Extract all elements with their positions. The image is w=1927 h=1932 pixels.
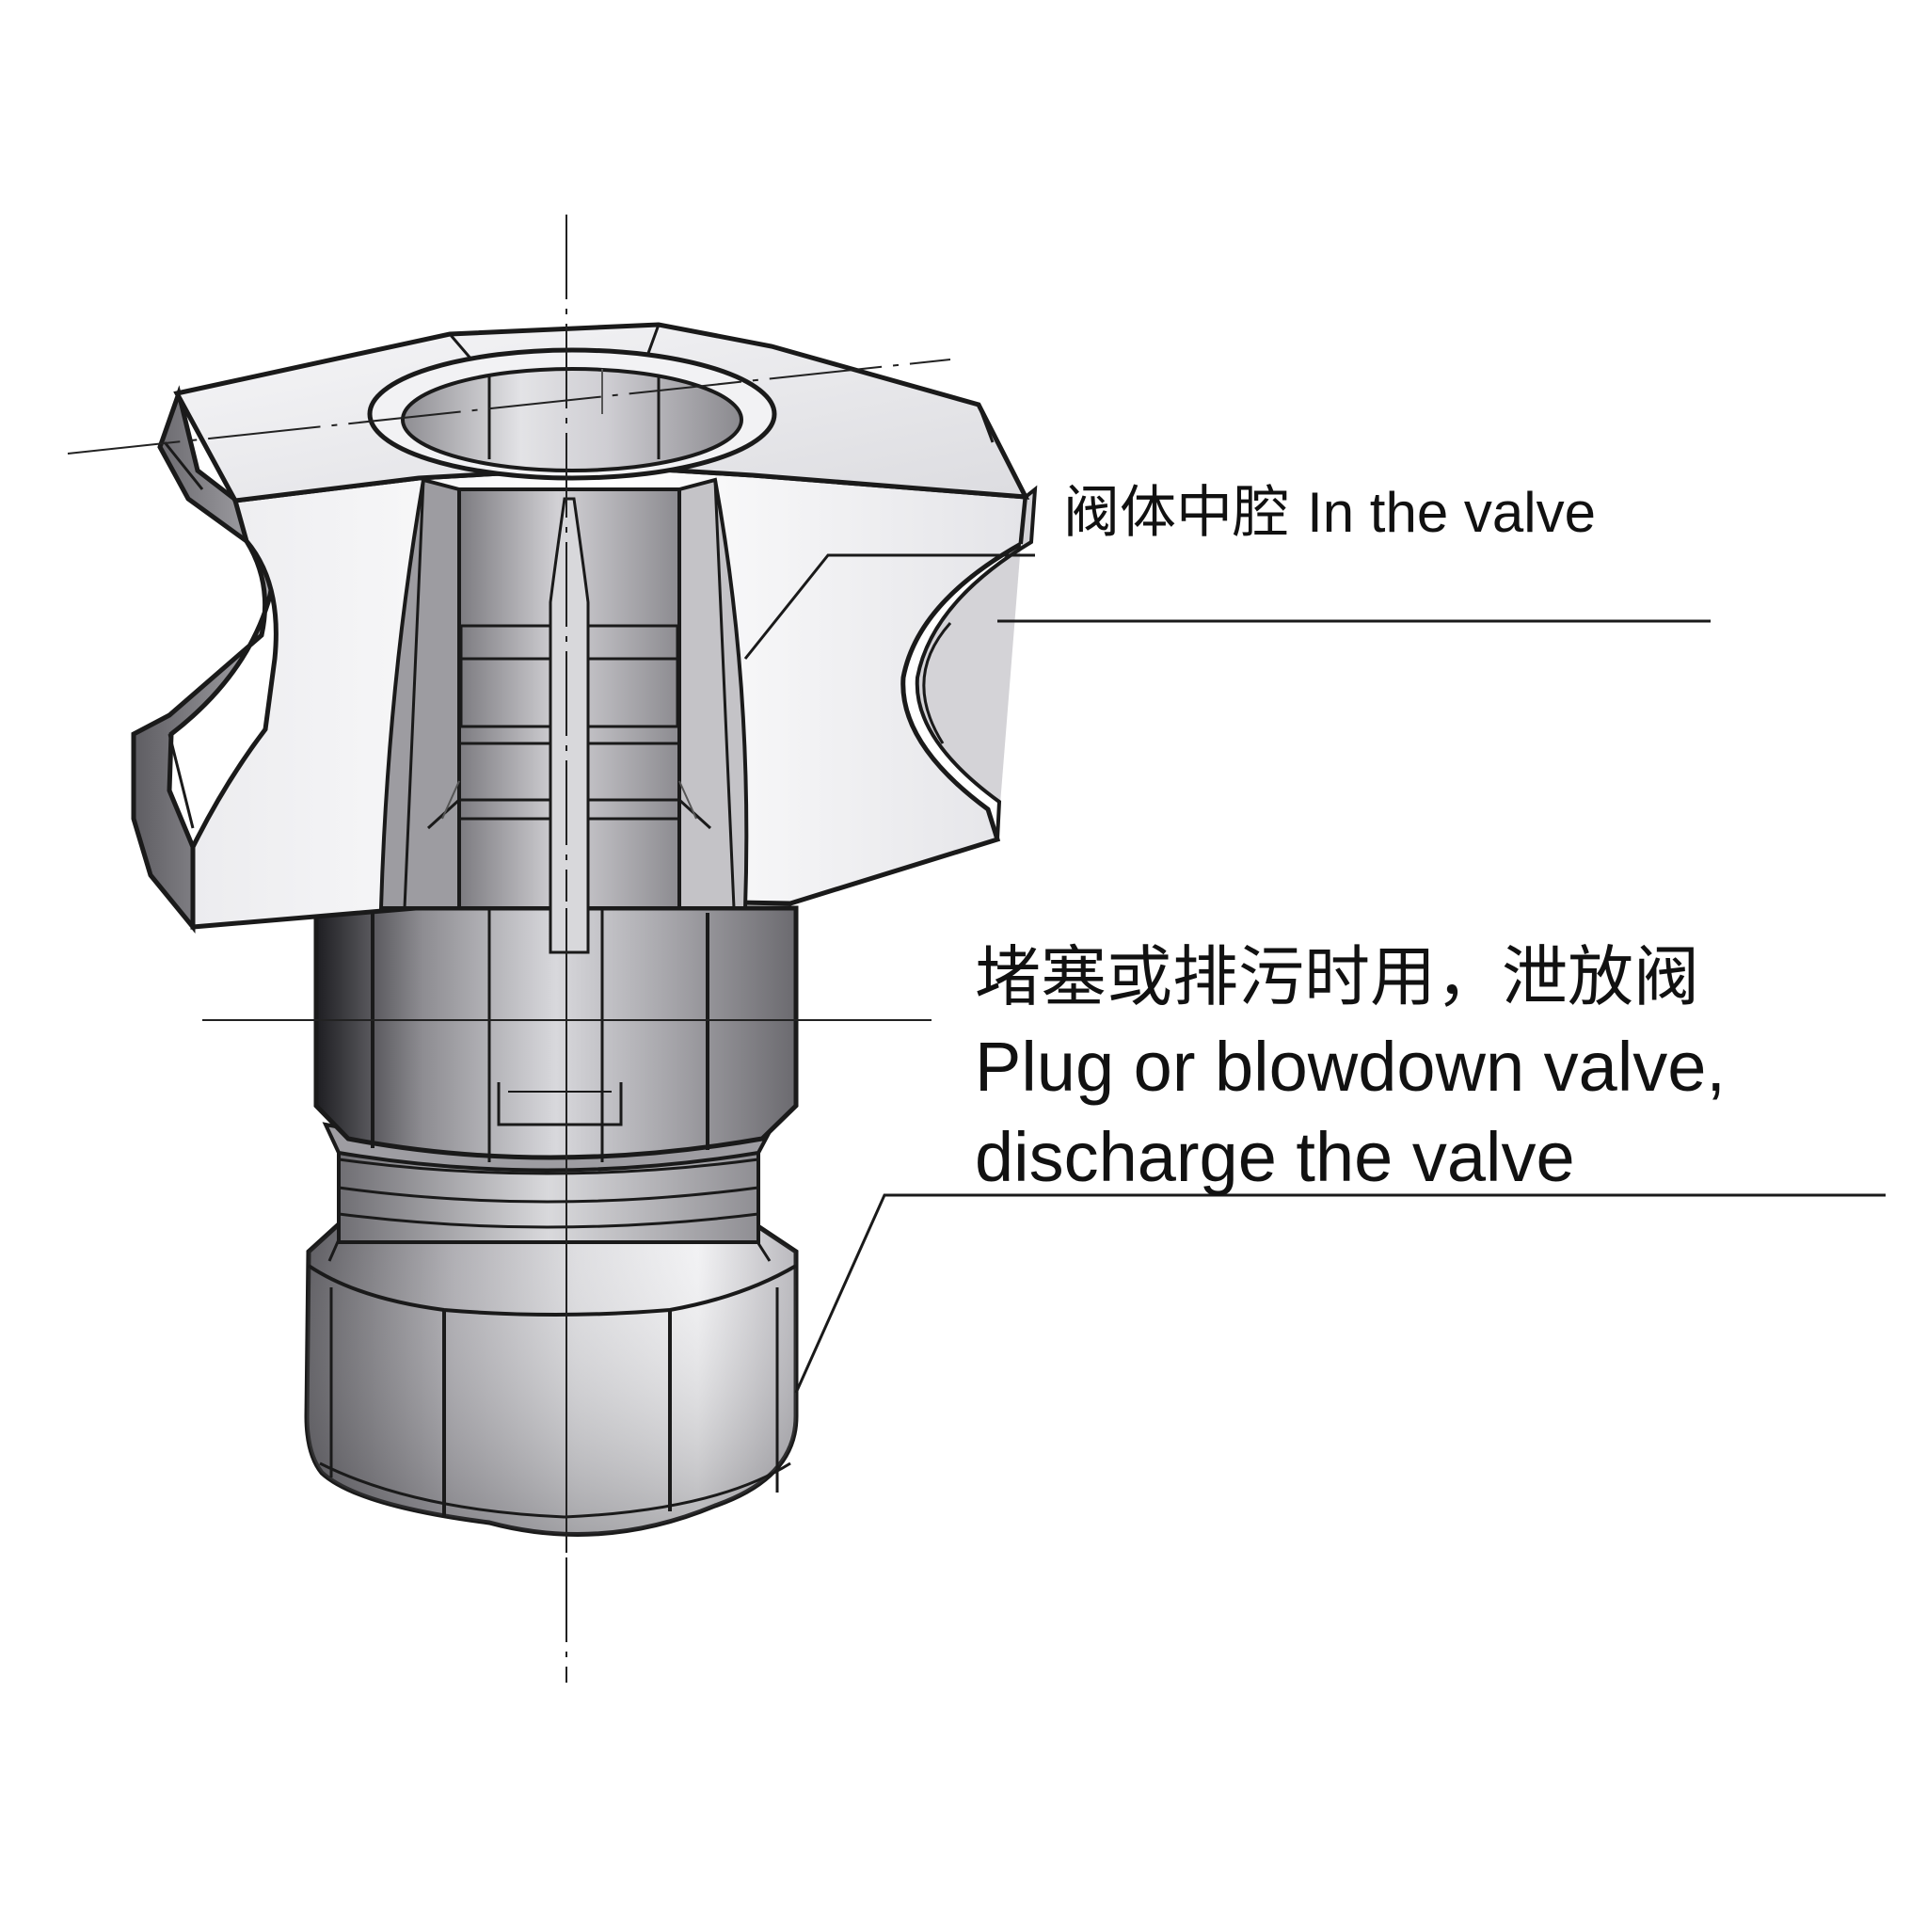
center-lines	[67, 215, 951, 1683]
neck-section	[313, 905, 799, 1162]
hex-nut	[304, 1211, 799, 1537]
inner-bore-cone	[378, 477, 749, 954]
leader-lines	[743, 553, 1886, 1394]
leader-cavity-inner	[743, 553, 1035, 660]
callout-valve-cavity-en: In the valve	[1307, 481, 1596, 544]
callout-plug-valve-zh: 堵塞或排污时用，泄放阀	[975, 938, 1699, 1015]
callout-plug-valve-en-line1: Plug or blowdown valve,	[975, 1028, 1726, 1106]
callout-valve-cavity: 阀体中腔 In the valve	[1063, 480, 1596, 546]
top-bore-opening	[367, 347, 777, 481]
callout-valve-cavity-zh: 阀体中腔	[1063, 480, 1289, 546]
leader-plug	[794, 1193, 1886, 1394]
callout-plug-valve-en-line2: discharge the valve	[975, 1118, 1575, 1196]
callout-plug-valve: 堵塞或排污时用，泄放阀 Plug or blowdown valve, disc…	[975, 932, 1726, 1203]
